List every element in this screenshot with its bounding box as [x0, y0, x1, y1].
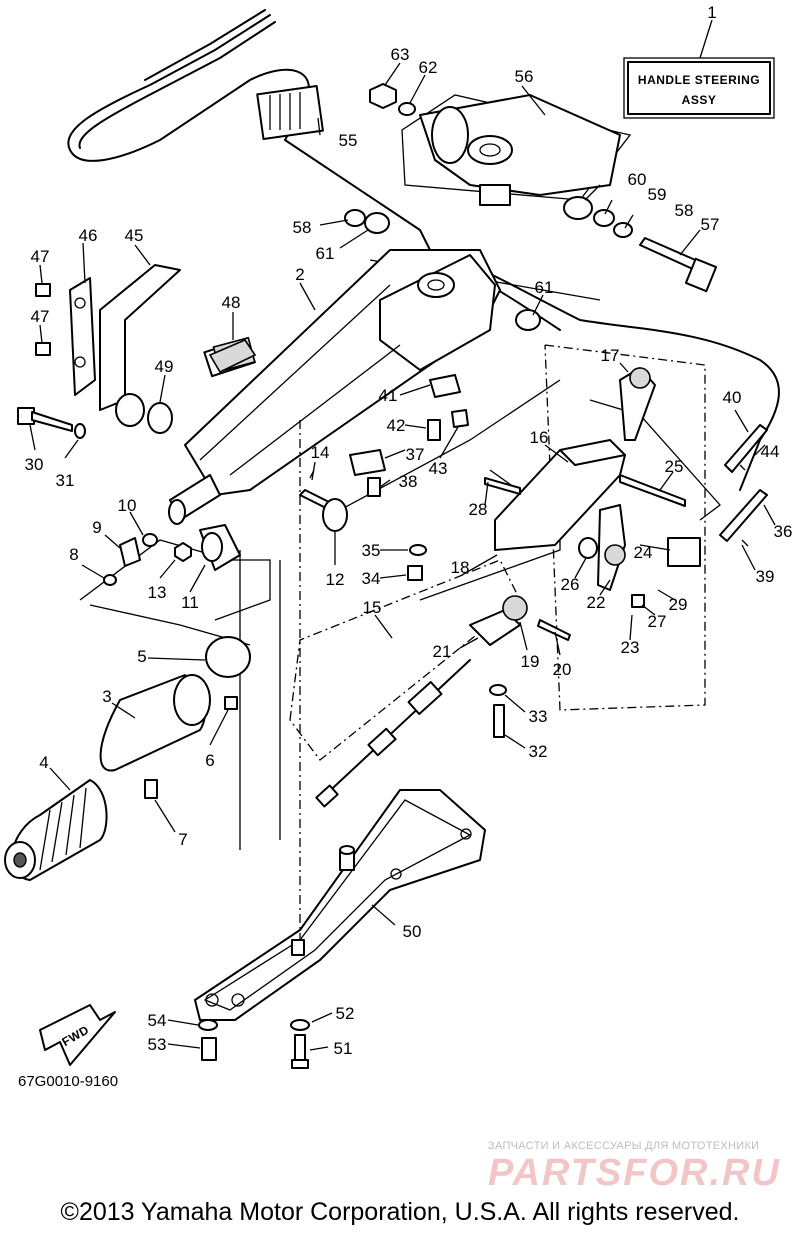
fwd-arrow-icon: FWD	[39, 1004, 116, 1066]
callout-49: 49	[155, 357, 174, 376]
throttle-cable	[315, 659, 471, 808]
bottom-cover-50	[194, 420, 486, 1021]
callout-61b: 61	[535, 278, 554, 297]
title-box-line1: HANDLE STEERING	[638, 73, 760, 87]
watermark-tagline: ЗАПЧАСТИ И АКСЕССУАРЫ ДЛЯ МОТОТЕХНИКИ	[488, 1140, 760, 1152]
callout-63: 63	[391, 45, 410, 64]
callout-47a: 47	[31, 247, 50, 266]
callout-11: 11	[181, 593, 199, 612]
callout-27: 27	[648, 612, 667, 631]
callout-51: 51	[334, 1039, 353, 1058]
callout-42: 42	[387, 416, 406, 435]
callout-55: 55	[339, 131, 358, 150]
shift-cable-ends	[719, 424, 768, 547]
steering-bracket	[184, 249, 501, 496]
callout-48: 48	[222, 293, 241, 312]
callout-33: 33	[529, 707, 548, 726]
callout-54: 54	[148, 1011, 167, 1030]
callout-39: 39	[756, 567, 775, 586]
callout-28: 28	[469, 500, 488, 519]
callout-43: 43	[429, 459, 448, 478]
callout-19: 19	[521, 652, 540, 671]
bottom-fasteners	[198, 1019, 310, 1069]
callout-40: 40	[723, 388, 742, 407]
decal-48	[208, 312, 257, 374]
callout-5: 5	[137, 647, 146, 666]
callout-8: 8	[69, 545, 78, 564]
callout-60: 60	[628, 170, 647, 189]
bolt-30	[17, 407, 86, 439]
callout-31: 31	[56, 471, 75, 490]
callout-34: 34	[362, 569, 381, 588]
linkage-assembly	[469, 367, 701, 646]
callout-12: 12	[326, 570, 345, 589]
callout-17: 17	[601, 346, 620, 365]
callout-58b: 58	[675, 201, 694, 220]
callout-44: 44	[761, 442, 780, 461]
callout-58a: 58	[293, 218, 312, 237]
bolt-57	[639, 237, 718, 293]
callout-22: 22	[587, 593, 606, 612]
callout-14: 14	[311, 443, 330, 462]
callout-61a: 61	[316, 244, 335, 263]
callout-9: 9	[92, 518, 101, 537]
title-box-line2: ASSY	[682, 93, 717, 107]
callout-16: 16	[530, 428, 549, 447]
callout-7: 7	[178, 830, 187, 849]
title-box: HANDLE STEERING ASSY	[623, 19, 775, 119]
watermark-logo: PARTSFOR.RU	[488, 1152, 781, 1194]
callout-50: 50	[403, 922, 422, 941]
handle-bracket-45	[35, 264, 256, 434]
callout-20: 20	[553, 660, 572, 679]
callout-36: 36	[774, 522, 793, 541]
small-fasteners	[309, 374, 521, 738]
callout-30: 30	[25, 455, 44, 474]
callout-53: 53	[148, 1035, 167, 1054]
callout-46: 46	[79, 226, 98, 245]
callout-52: 52	[336, 1004, 355, 1023]
callout-56: 56	[515, 67, 534, 86]
callout-1: 1	[707, 3, 716, 22]
callout-47b: 47	[31, 307, 50, 326]
callout-18: 18	[451, 558, 470, 577]
callout-21: 21	[433, 642, 452, 661]
callout-24: 24	[634, 543, 653, 562]
callout-4: 4	[39, 753, 48, 772]
callout-45: 45	[125, 226, 144, 245]
callout-41: 41	[379, 386, 398, 405]
nut-washer-top	[369, 83, 416, 116]
callout-62: 62	[419, 58, 438, 77]
callout-35: 35	[362, 541, 381, 560]
copyright-notice: ©2013 Yamaha Motor Corporation, U.S.A. A…	[60, 1198, 740, 1226]
callout-25: 25	[665, 457, 684, 476]
callout-29: 29	[669, 595, 688, 614]
callout-6: 6	[205, 751, 214, 770]
callout-10: 10	[118, 496, 137, 515]
callout-37: 37	[406, 445, 425, 464]
callout-38: 38	[399, 472, 418, 491]
leader-lines	[29, 62, 776, 1051]
callout-59: 59	[648, 185, 667, 204]
callout-labels: 1 2 3 4 5 6 7 8 9 10 11 12 13 14 15 16 1…	[25, 3, 793, 1058]
callout-15: 15	[363, 598, 382, 617]
callout-2: 2	[295, 265, 304, 284]
callout-26: 26	[561, 575, 580, 594]
callout-32: 32	[529, 742, 548, 761]
bushes	[344, 209, 541, 331]
throttle-shaft-parts	[103, 474, 348, 586]
pivot-bracket	[419, 94, 633, 238]
callout-13: 13	[148, 583, 167, 602]
diagram-code: 67G0010-9160	[18, 1073, 119, 1090]
callout-3: 3	[102, 687, 111, 706]
callout-23: 23	[621, 638, 640, 657]
callout-57: 57	[701, 215, 720, 234]
grip-assembly	[4, 636, 251, 881]
